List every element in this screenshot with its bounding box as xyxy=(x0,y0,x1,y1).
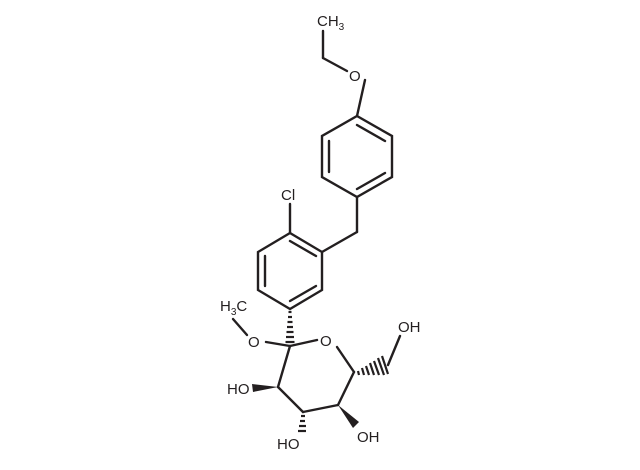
c1-ring-o-bond xyxy=(288,338,319,348)
ch2-ring-bond xyxy=(320,230,359,254)
c4-oh-wedge xyxy=(338,405,359,428)
methoxy-ch3-o-bond xyxy=(231,317,249,337)
ethyl-ch3-label: CH3 xyxy=(317,13,345,33)
c4-hydroxyl-label: OH xyxy=(357,429,380,446)
ethyl-ch2-o-bond xyxy=(321,56,349,73)
methoxy-oxygen-label: O xyxy=(248,334,260,351)
methoxy-ch3-label: H3C xyxy=(220,298,247,318)
ether-oxygen-label: O xyxy=(349,68,361,85)
ring-o-c5-bond xyxy=(335,345,356,374)
lower-ring-double-bond-1 xyxy=(288,239,318,258)
upper-ring-double-bond-2 xyxy=(355,171,387,191)
c3-hydroxyl-label: HO xyxy=(277,436,300,453)
c2-hydroxyl-label: HO xyxy=(227,381,250,398)
ring-oxygen-label: O xyxy=(320,333,332,350)
chlorine-label: Cl xyxy=(281,187,295,204)
o-aryl-bond xyxy=(355,78,367,118)
methoxy-o-c-bond xyxy=(264,340,292,348)
c5-ch2-hashed-bond xyxy=(356,355,390,376)
aryl-sugar-hashed-bond xyxy=(285,310,295,344)
c4-c3-bond xyxy=(301,403,340,414)
c5-c4-bond xyxy=(336,370,356,407)
c2-oh-wedge xyxy=(252,384,278,392)
ch2-oh-bond xyxy=(386,334,402,367)
c3-c2-bond xyxy=(276,385,305,414)
upper-benzene-ring xyxy=(320,114,394,199)
ch2oh-label: OH xyxy=(398,319,421,336)
lower-benzene-ring xyxy=(256,231,324,311)
c2-c1-bond xyxy=(276,344,292,389)
c3-oh-hashed-bond xyxy=(298,414,306,433)
upper-ring-double-bond-1 xyxy=(355,123,387,143)
lower-ring-double-bond-2 xyxy=(288,284,318,303)
